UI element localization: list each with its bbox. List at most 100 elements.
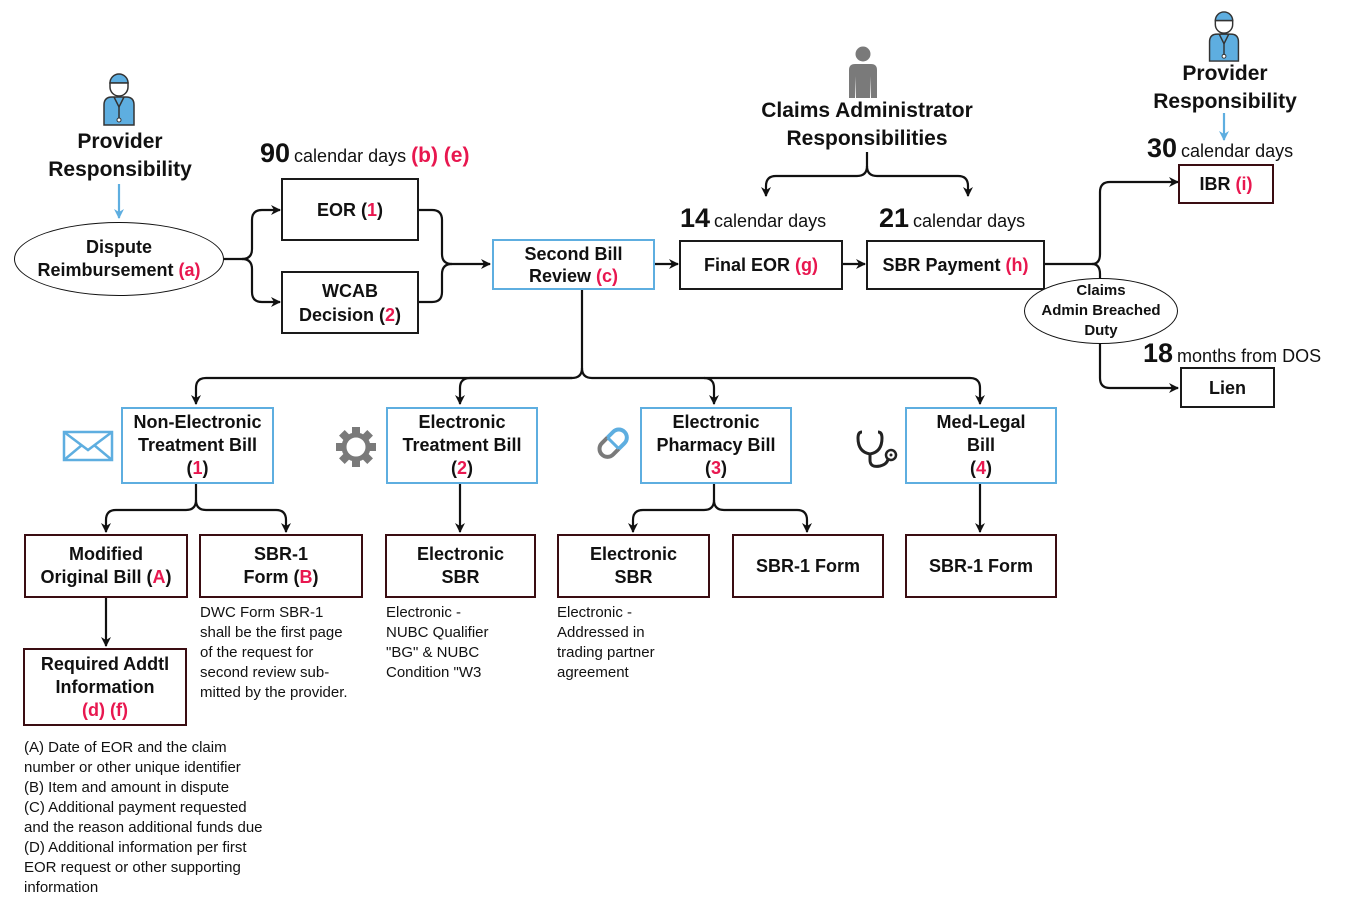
heading-line: Claims Administrator (761, 99, 973, 122)
lien-node[interactable]: Lien (1180, 367, 1275, 408)
ref-label: (i) (1235, 174, 1253, 194)
bill-type-electronic-treatment[interactable]: Electronic Treatment Bill (2) (386, 407, 538, 484)
note-line: Electronic - (386, 604, 462, 621)
ref-label: 3 (710, 458, 721, 478)
node-label: Lien (1208, 377, 1246, 398)
required-addtl-information-node[interactable]: Required Addtl Information (d) (f) (23, 648, 187, 726)
node-line: Dispute (85, 237, 152, 257)
node-line: Modified (68, 544, 143, 564)
node-line: Duty (1084, 322, 1118, 339)
note-line: (D) Additional information per first (24, 839, 247, 856)
second-bill-review-node[interactable]: Second Bill Review (c) (492, 239, 655, 290)
node-label: SBR Payment (882, 255, 1001, 275)
sbr1-form-b-node[interactable]: SBR-1 Form (B) (199, 534, 363, 598)
node-line: Electronic (418, 412, 506, 432)
deadline-text: months from DOS (1177, 346, 1322, 366)
node-line: WCAB (321, 280, 378, 301)
deadline-text: calendar days (714, 211, 827, 231)
note-line: agreement (557, 664, 629, 681)
node-line: Second Bill (524, 243, 623, 264)
electronic-sbr-pharmacy-node[interactable]: Electronic SBR (557, 534, 710, 598)
bill-type-electronic-pharmacy[interactable]: Electronic Pharmacy Bill (3) (640, 407, 792, 484)
provider-responsibility-heading-right: Provider Responsibility (1125, 60, 1325, 116)
final-eor-node[interactable]: Final EOR (g) (679, 240, 843, 290)
note-line: (B) Item and amount in dispute (24, 779, 230, 796)
note-line: EOR request or other supporting (24, 859, 241, 876)
heading-line: Responsibilities (786, 127, 948, 150)
modified-original-bill-node[interactable]: Modified Original Bill (A) (24, 534, 188, 598)
note-line: shall be the first page (200, 624, 343, 641)
doctor-icon (102, 73, 136, 132)
node-line: Information (55, 676, 155, 697)
node-label: Final EOR (703, 255, 790, 275)
ibr-node[interactable]: IBR (i) (1178, 164, 1274, 204)
node-line: Electronic (589, 544, 678, 564)
envelope-icon (62, 430, 114, 467)
ref-label: A (152, 567, 166, 587)
node-line: Treatment Bill (137, 435, 257, 455)
node-line: Claims (1076, 282, 1126, 299)
node-label: ) (377, 199, 384, 220)
note-line: Electronic - (557, 604, 633, 621)
claims-administrator-heading: Claims Administrator Responsibilities (740, 97, 994, 153)
ref-label: (b) (e) (411, 144, 470, 167)
note-line: and the reason additional funds due (24, 819, 263, 836)
node-label: SBR-1 Form (928, 556, 1033, 576)
bill-type-non-electronic-treatment[interactable]: Non-Electronic Treatment Bill (1) (121, 407, 274, 484)
ref-label: 4 (975, 458, 986, 478)
ref-label: 1 (367, 199, 378, 220)
note-line: "BG" & NUBC (386, 644, 480, 661)
electronic-pharmacy-note: Electronic - Addressed in trading partne… (557, 603, 655, 683)
deadline-number: 30 (1147, 133, 1178, 163)
node-line: Decision ( (298, 304, 385, 325)
ref-label: 1 (192, 458, 203, 478)
doctor-icon (1207, 11, 1241, 68)
ref-label: (d) (f) (82, 699, 128, 720)
eor-node[interactable]: EOR (1) (281, 178, 419, 241)
deadline-number: 90 (260, 138, 291, 168)
electronic-sbr-treatment-node[interactable]: Electronic SBR (385, 534, 536, 598)
provider-responsibility-heading-left: Provider Responsibility (20, 128, 220, 184)
sbr-payment-node[interactable]: SBR Payment (h) (866, 240, 1045, 290)
node-line: Original Bill ( (40, 567, 153, 587)
sbr1-form-pharmacy-node[interactable]: SBR-1 Form (732, 534, 884, 598)
deadline-number: 14 (680, 203, 711, 233)
node-line: SBR-1 (253, 544, 308, 564)
gear-icon (334, 425, 378, 474)
pill-icon (596, 426, 636, 471)
note-line: information (24, 879, 99, 896)
electronic-treatment-note: Electronic - NUBC Qualifier "BG" & NUBC … (386, 603, 489, 683)
node-line: Non-Electronic (133, 412, 262, 432)
claims-admin-breached-duty-node[interactable]: Claims Admin Breached Duty (1024, 278, 1178, 344)
note-line: DWC Form SBR-1 (200, 604, 324, 621)
deadline-number: 21 (879, 203, 910, 233)
sbr1-form-medlegal-node[interactable]: SBR-1 Form (905, 534, 1057, 598)
wcab-decision-node[interactable]: WCAB Decision (2) (281, 271, 419, 334)
legend-notes: (A) Date of EOR and the claim number or … (24, 738, 263, 898)
ref-label: (h) (1005, 255, 1029, 275)
bill-type-med-legal[interactable]: Med-Legal Bill (4) (905, 407, 1057, 484)
ref-label: (a) (178, 260, 201, 280)
dispute-reimbursement-node[interactable]: Dispute Reimbursement (a) (14, 222, 224, 296)
node-line: Bill (966, 435, 995, 455)
deadline-text: calendar days (294, 146, 407, 166)
node-label: ) (395, 304, 402, 325)
ref-label: (c) (596, 265, 619, 286)
node-line: Required Addtl (40, 653, 170, 674)
node-label: ) (165, 567, 172, 587)
note-line: mitted by the provider. (200, 684, 348, 701)
deadline-number: 18 (1143, 338, 1174, 368)
heading-line: Responsibility (1153, 90, 1297, 113)
heading-line: Provider (1182, 62, 1268, 85)
stethoscope-icon (856, 428, 900, 477)
ref-label: (g) (795, 255, 818, 275)
note-line: (C) Additional payment requested (24, 799, 247, 816)
note-line: (A) Date of EOR and the claim (24, 739, 227, 756)
node-line: SBR (614, 567, 653, 587)
heading-line: Provider (77, 130, 163, 153)
